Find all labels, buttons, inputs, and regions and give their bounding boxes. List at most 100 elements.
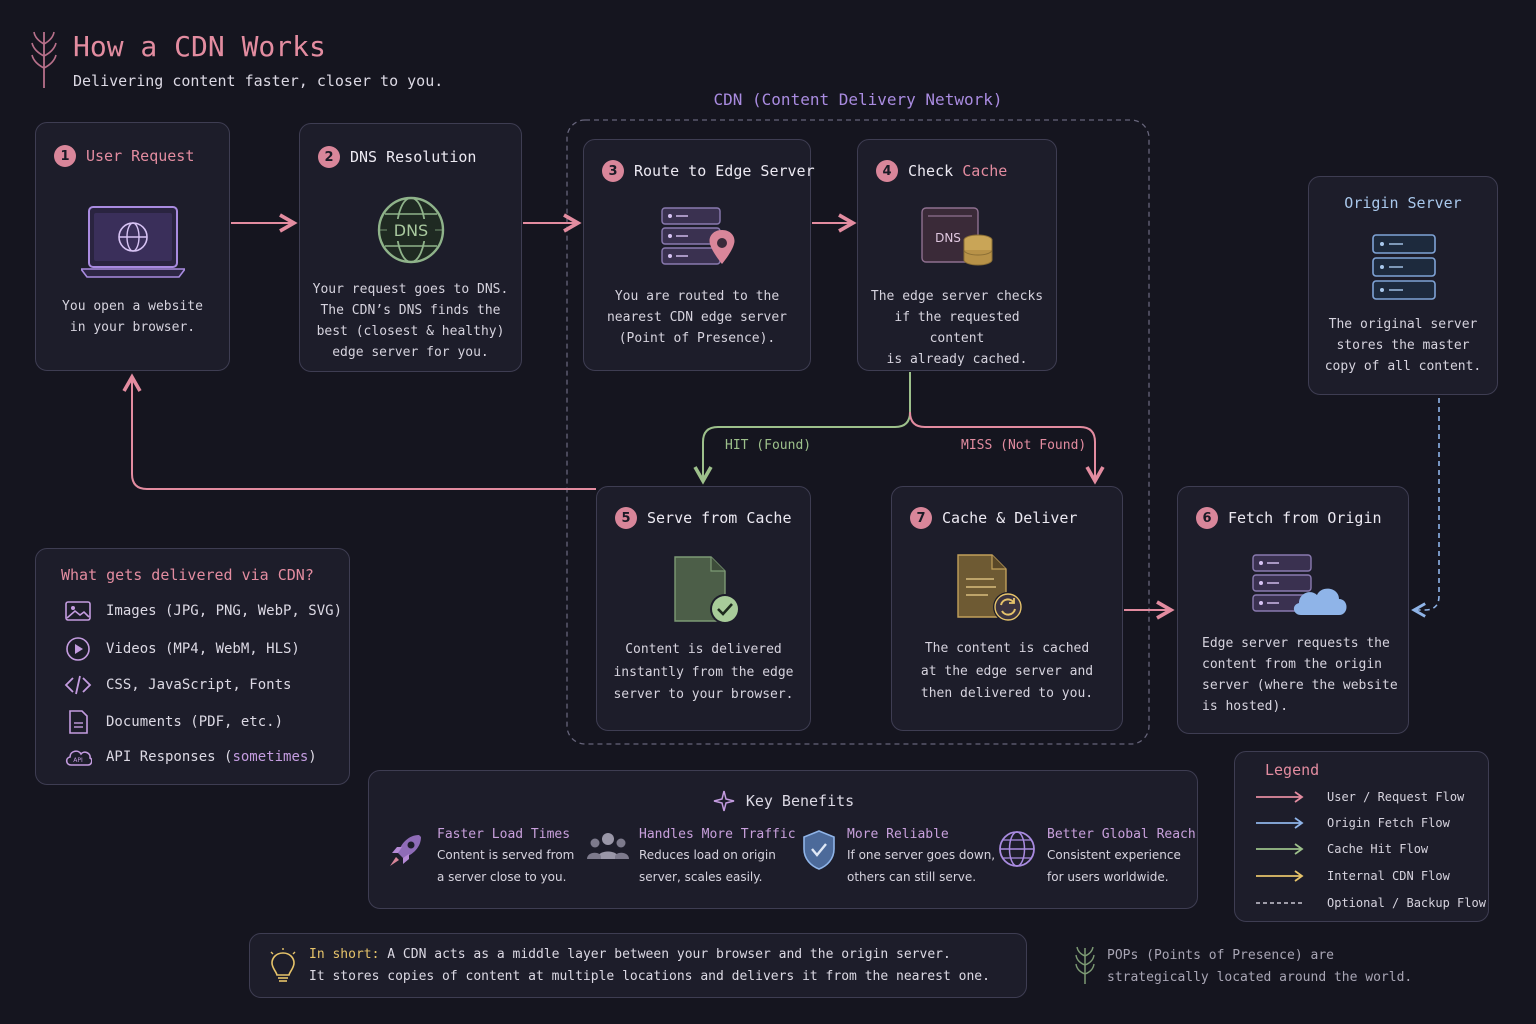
legend-item: Internal CDN Flow bbox=[1255, 869, 1450, 883]
dns-icon-text: DNS bbox=[394, 221, 428, 240]
dns-globe-icon: DNS bbox=[377, 196, 445, 264]
step-description: You open a website in your browser. bbox=[62, 299, 203, 335]
step-description: Content is delivered instantly from the … bbox=[613, 642, 794, 702]
step-title: 3 Route to Edge Server bbox=[602, 160, 815, 182]
cache-database-icon: DNS bbox=[921, 207, 993, 266]
file-check-icon bbox=[674, 556, 740, 624]
cache-icon-text: DNS bbox=[935, 231, 961, 245]
benefit-item: Better Global Reach Consistent experienc… bbox=[997, 827, 1196, 888]
step-number: 4 bbox=[876, 160, 898, 182]
step-card-user-request: 1 User Request You open a website in you… bbox=[35, 122, 230, 371]
legend-panel: Legend User / Request Flow Origin Fetch … bbox=[1234, 751, 1489, 922]
step-label: Fetch from Origin bbox=[1228, 509, 1382, 527]
step-number: 5 bbox=[615, 507, 637, 529]
server-cloud-icon bbox=[1252, 554, 1347, 615]
cdn-region-label: CDN (Content Delivery Network) bbox=[713, 90, 1003, 109]
benefit-item: Faster Load Times Content is served from… bbox=[385, 827, 574, 888]
step-label: User Request bbox=[86, 147, 195, 165]
api-cloud-icon: API bbox=[65, 750, 92, 766]
list-item: API API Responses (sometimes) bbox=[64, 746, 317, 768]
step-number: 7 bbox=[910, 507, 932, 529]
key-benefits-panel: Key Benefits Faster Load Times Content i… bbox=[368, 770, 1198, 909]
leaf-logo-icon bbox=[31, 31, 57, 88]
step-card-route-to-edge: 3 Route to Edge Server You are routed to… bbox=[583, 139, 815, 371]
arrow-miss bbox=[909, 411, 1105, 485]
step-label: Check Cache bbox=[908, 162, 1008, 180]
step-description: Your request goes to DNS. The CDN’s DNS … bbox=[312, 282, 509, 360]
hit-branch-label: HIT (Found) bbox=[725, 438, 812, 453]
step-label: Route to Edge Server bbox=[634, 162, 815, 180]
step-card-serve-from-cache: 5 Serve from Cache Content is delivered … bbox=[596, 486, 811, 731]
step-number: 1 bbox=[54, 145, 76, 167]
arrow-5-to-1 bbox=[122, 373, 596, 490]
step-label: DNS Resolution bbox=[350, 148, 477, 166]
step-title: 4 Check Cache bbox=[876, 160, 1007, 182]
list-item: Documents (PDF, etc.) bbox=[64, 709, 283, 735]
page-subtitle: Delivering content faster, closer to you… bbox=[73, 72, 444, 90]
key-benefits-header: Key Benefits bbox=[369, 789, 1197, 813]
step-number: 2 bbox=[318, 146, 340, 168]
step-title: 1 User Request bbox=[54, 145, 194, 167]
document-icon bbox=[69, 710, 88, 734]
video-icon bbox=[66, 637, 90, 661]
leaf-icon bbox=[1075, 946, 1095, 984]
code-icon bbox=[64, 675, 92, 695]
origin-server-card: Origin Server The original server stores… bbox=[1308, 176, 1498, 395]
step-number: 3 bbox=[602, 160, 624, 182]
legend-item: Optional / Backup Flow bbox=[1255, 896, 1486, 910]
shield-icon bbox=[803, 830, 835, 870]
file-cache-refresh-icon bbox=[957, 554, 1023, 622]
legend-item: Cache Hit Flow bbox=[1255, 842, 1428, 856]
step-card-cache-and-deliver: 7 Cache & Deliver The content is cached … bbox=[891, 486, 1123, 731]
step-title: 6 Fetch from Origin bbox=[1196, 507, 1382, 529]
step-title: 5 Serve from Cache bbox=[615, 507, 792, 529]
legend-item: Origin Fetch Flow bbox=[1255, 816, 1450, 830]
legend-arrow-request bbox=[1256, 791, 1304, 803]
step-description: You are routed to the nearest CDN edge s… bbox=[606, 289, 787, 346]
step-number: 6 bbox=[1196, 507, 1218, 529]
pops-note: POPs (Points of Presence) are strategica… bbox=[1107, 948, 1413, 985]
sparkle-icon bbox=[713, 790, 734, 812]
globe-icon bbox=[999, 831, 1035, 867]
step-title: 7 Cache & Deliver bbox=[910, 507, 1077, 529]
step-label: Serve from Cache bbox=[647, 509, 792, 527]
legend-line-optional bbox=[1256, 902, 1303, 904]
edge-server-location-icon bbox=[661, 207, 735, 265]
miss-branch-label: MISS (Not Found) bbox=[961, 438, 1087, 453]
legend-title: Legend bbox=[1265, 761, 1320, 779]
list-item: Images (JPG, PNG, WebP, SVG) bbox=[64, 600, 342, 622]
summary-box: In short: A CDN acts as a middle layer b… bbox=[249, 933, 1027, 998]
step-card-fetch-from-origin: 6 Fetch from Origin Edge server requests… bbox=[1177, 486, 1409, 734]
step-card-dns-resolution: 2 DNS Resolution DNS Your request goes t… bbox=[299, 123, 522, 372]
users-icon bbox=[587, 833, 629, 859]
origin-server-description: The original server stores the master co… bbox=[1324, 317, 1482, 374]
benefit-item: Handles More Traffic Reduces load on ori… bbox=[587, 827, 796, 888]
svg-text:API: API bbox=[73, 757, 83, 764]
benefit-item: More Reliable If one server goes down, o… bbox=[801, 827, 995, 888]
legend-item: User / Request Flow bbox=[1255, 790, 1464, 804]
origin-server-rack-icon bbox=[1372, 234, 1436, 300]
step-label: Cache & Deliver bbox=[942, 509, 1078, 527]
cdn-region-border bbox=[566, 119, 1150, 745]
page-title: How a CDN Works bbox=[73, 30, 326, 63]
legend-arrow-internal bbox=[1256, 870, 1304, 882]
arrow-hit bbox=[693, 372, 911, 485]
step-description: The edge server checks if the requested … bbox=[870, 289, 1044, 367]
delivered-content-panel: What gets delivered via CDN? Images (JPG… bbox=[35, 548, 350, 785]
step-title: 2 DNS Resolution bbox=[318, 146, 476, 168]
legend-arrow-cache-hit bbox=[1256, 843, 1304, 855]
image-icon bbox=[65, 601, 91, 621]
laptop-icon bbox=[81, 206, 185, 278]
step-description: The content is cached at the edge server… bbox=[920, 641, 1094, 701]
legend-arrow-origin bbox=[1256, 817, 1304, 829]
arrow-origin-to-6 bbox=[1411, 398, 1440, 618]
list-item: Videos (MP4, WebM, HLS) bbox=[64, 636, 300, 662]
rocket-icon bbox=[390, 835, 421, 866]
summary-text: In short: A CDN acts as a middle layer b… bbox=[309, 947, 990, 984]
step-card-check-cache: 4 Check Cache DNS The edge server checks… bbox=[857, 139, 1057, 371]
origin-server-title: Origin Server bbox=[1344, 194, 1462, 212]
lightbulb-icon bbox=[270, 948, 296, 982]
list-item: CSS, JavaScript, Fonts bbox=[64, 674, 291, 696]
delivered-panel-title: What gets delivered via CDN? bbox=[61, 566, 314, 584]
